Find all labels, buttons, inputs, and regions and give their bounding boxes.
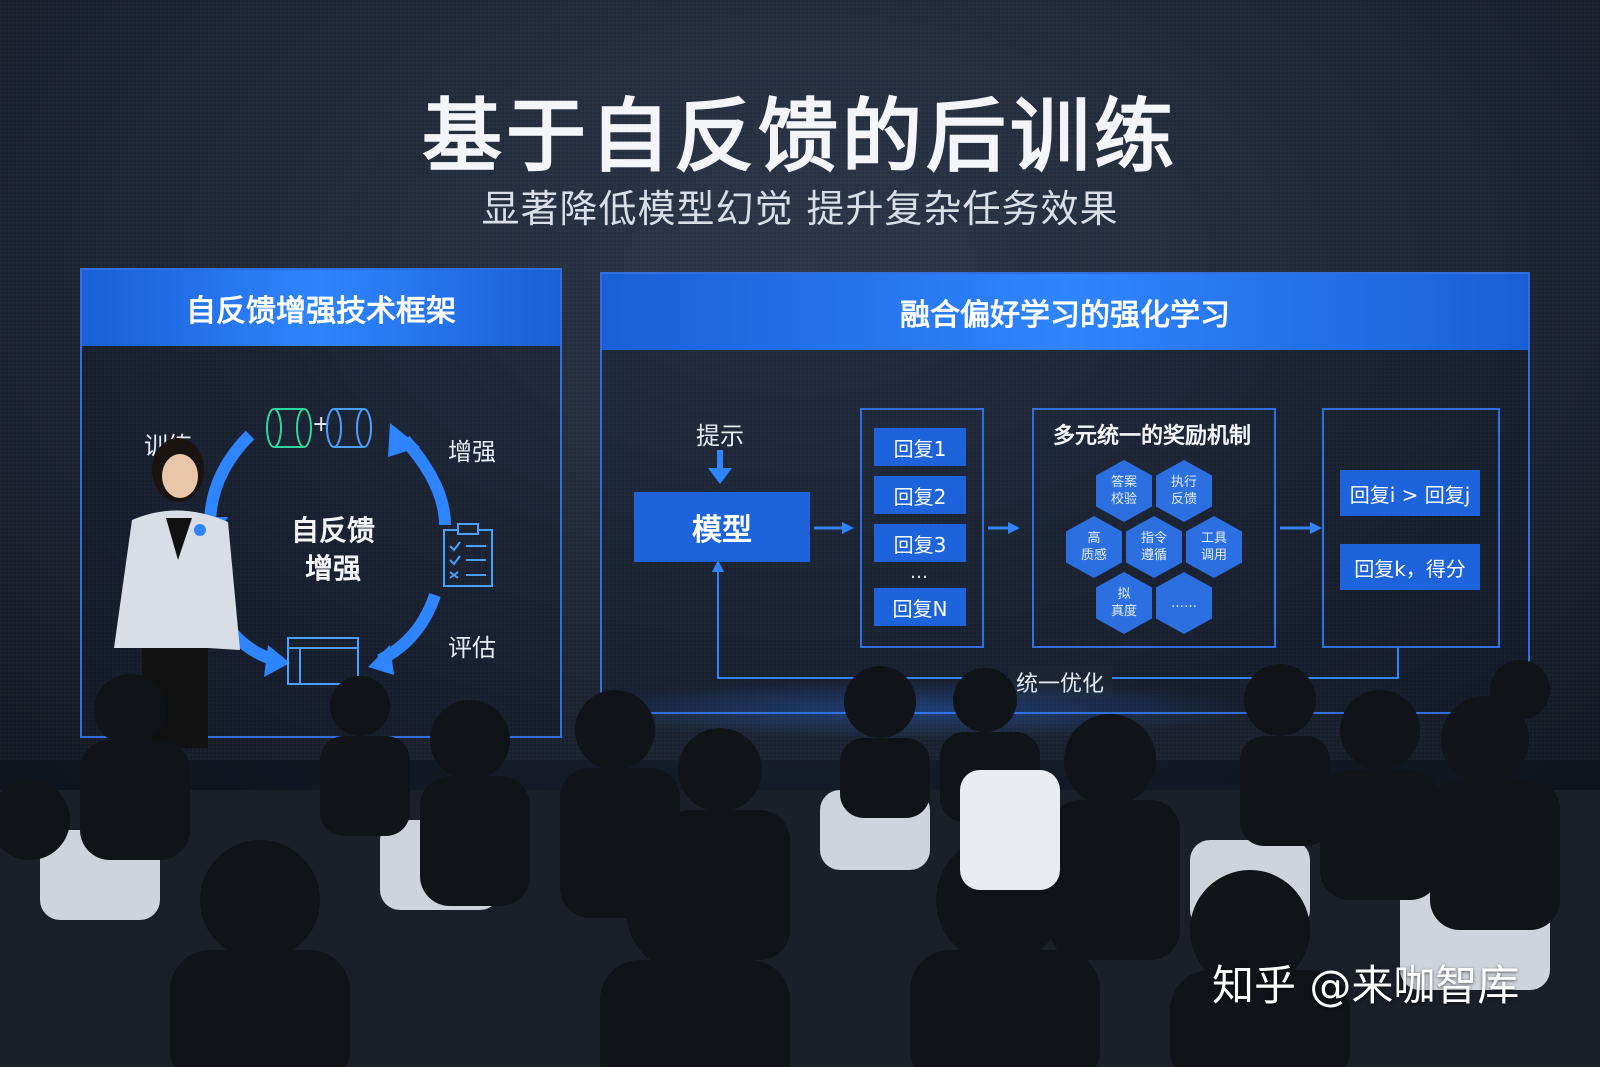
unify-optimize-label: 统一优化 bbox=[1008, 666, 1113, 698]
watermark: 知乎 @来咖智库 bbox=[1212, 961, 1520, 1010]
arrowhead-bottom-left bbox=[264, 645, 290, 677]
slide-subtitle: 显著降低模型幻觉 提升复杂任务效果 bbox=[481, 187, 1119, 231]
center-line-2: 增强 bbox=[304, 552, 361, 585]
hex-tool-use: 工具 调用 bbox=[1186, 516, 1242, 578]
reward-box bbox=[1032, 408, 1276, 648]
model-box: 模型 bbox=[634, 492, 810, 562]
audience bbox=[0, 660, 1600, 1067]
hex-execution-feedback: 执行 反馈 bbox=[1156, 460, 1212, 522]
responses-box bbox=[860, 408, 984, 648]
reward-title: 多元统一的奖励机制 bbox=[1052, 424, 1251, 449]
feedback-cycle-center: 自反馈 增强 bbox=[268, 512, 398, 588]
arrow-top-right bbox=[400, 436, 451, 526]
plus-sign: + bbox=[312, 412, 331, 437]
prompt-label: 提示 bbox=[696, 422, 744, 450]
cylinder-icon-green bbox=[266, 408, 312, 448]
label-evaluate: 评估 bbox=[448, 634, 496, 662]
left-panel-heading: 自反馈增强技术框架 bbox=[82, 270, 560, 346]
hex-quality: 高 质感 bbox=[1066, 516, 1122, 578]
response-2: 回复2 bbox=[874, 476, 966, 514]
feedback-cycle-arrows bbox=[192, 423, 451, 677]
hex-more: …… bbox=[1156, 572, 1212, 634]
hex-instruction-following: 指令 遵循 bbox=[1126, 516, 1182, 578]
label-enhance: 增强 bbox=[448, 438, 496, 466]
preference-pair: 回复i > 回复j bbox=[1340, 470, 1480, 516]
scored-response: 回复k，得分 bbox=[1340, 544, 1480, 590]
arrow-top-left bbox=[204, 430, 255, 526]
cylinder-icon-blue bbox=[326, 408, 372, 448]
checklist-icon bbox=[443, 523, 493, 587]
response-n: 回复N bbox=[874, 588, 966, 626]
right-panel-heading: 融合偏好学习的强化学习 bbox=[602, 274, 1528, 350]
response-ellipsis: … bbox=[910, 562, 928, 583]
slide-title: 基于自反馈的后训练 bbox=[422, 90, 1178, 183]
output-box bbox=[1322, 408, 1500, 648]
presentation-screen: 基于自反馈的后训练 显著降低模型幻觉 提升复杂任务效果 自反馈增强技术框架 + bbox=[0, 0, 1600, 760]
hex-realism: 拟 真度 bbox=[1096, 572, 1152, 634]
response-3: 回复3 bbox=[874, 524, 966, 562]
arrowhead-bottom-right bbox=[368, 645, 394, 675]
window-icon bbox=[287, 637, 359, 685]
response-1: 回复1 bbox=[874, 428, 966, 466]
down-arrow-icon bbox=[708, 450, 732, 484]
center-line-1: 自反馈 bbox=[290, 514, 375, 547]
hex-answer-check: 答案 校验 bbox=[1096, 460, 1152, 522]
arrowhead-top-right bbox=[388, 423, 420, 457]
